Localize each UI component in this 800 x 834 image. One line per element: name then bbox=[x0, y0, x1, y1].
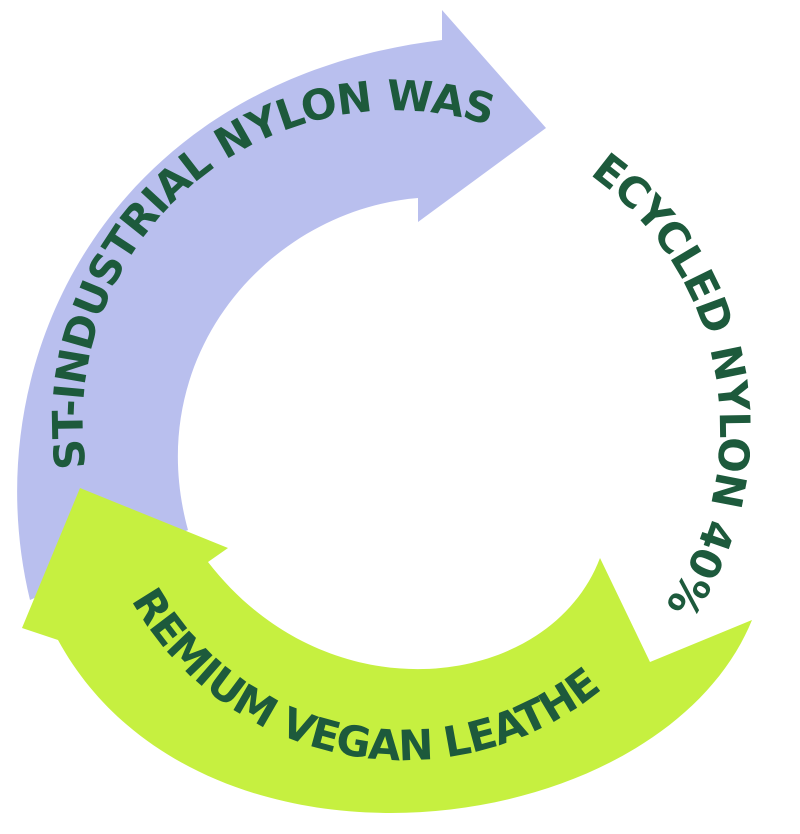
bottom-arrow bbox=[22, 488, 752, 813]
top-arrow bbox=[17, 10, 546, 600]
